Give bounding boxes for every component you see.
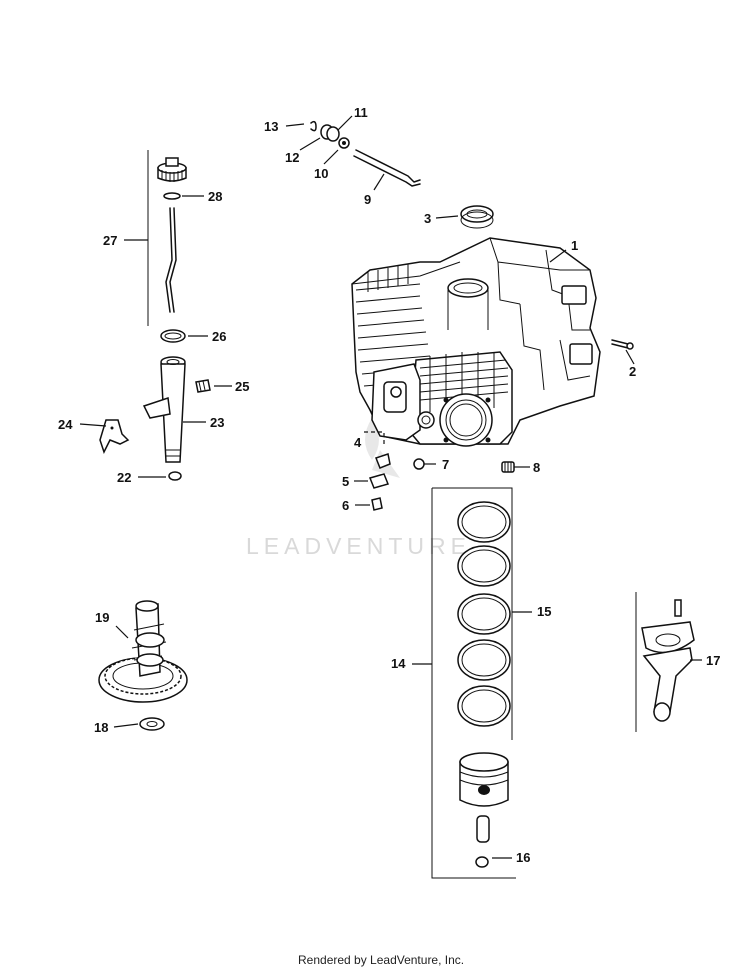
part-piston-kit[interactable] <box>431 487 516 879</box>
label-4: 4 <box>354 435 362 450</box>
part-screw-25[interactable] <box>195 379 211 393</box>
piston-rings[interactable] <box>457 501 511 727</box>
label-16: 16 <box>516 850 530 865</box>
part-plug-7[interactable] <box>413 458 425 470</box>
label-15: 15 <box>537 604 551 619</box>
part-o-ring-26[interactable] <box>160 329 186 343</box>
part-crankcase[interactable] <box>351 237 601 447</box>
label-3: 3 <box>424 211 431 226</box>
label-6: 6 <box>342 498 349 513</box>
label-23: 23 <box>210 415 224 430</box>
part-labels: 1 2 3 4 5 6 7 8 9 10 11 12 13 14 15 16 1… <box>58 105 720 865</box>
label-24: 24 <box>58 417 73 432</box>
part-dipstick-tube[interactable] <box>142 356 186 463</box>
part-o-ring-22[interactable] <box>168 471 182 481</box>
label-27: 27 <box>103 233 117 248</box>
label-26: 26 <box>212 329 226 344</box>
part-washer[interactable] <box>139 717 165 731</box>
part-breather-tube[interactable] <box>353 149 421 187</box>
part-bracket[interactable] <box>99 419 130 454</box>
watermark-text: LEADVENTURE <box>246 533 471 559</box>
label-28: 28 <box>208 189 222 204</box>
piston-pin[interactable] <box>476 815 490 843</box>
piston[interactable] <box>459 752 509 807</box>
label-1: 1 <box>571 238 578 253</box>
label-2: 2 <box>629 364 636 379</box>
label-19: 19 <box>95 610 109 625</box>
label-12: 12 <box>285 150 299 165</box>
part-pin[interactable] <box>611 339 634 350</box>
retainer-clip[interactable] <box>475 856 489 868</box>
label-14: 14 <box>391 656 406 671</box>
part-plug-8[interactable] <box>501 461 515 473</box>
part-connecting-rod[interactable] <box>635 592 695 732</box>
label-7: 7 <box>442 457 449 472</box>
part-seal[interactable] <box>460 205 494 229</box>
dipstick-o-ring[interactable] <box>163 192 181 200</box>
label-18: 18 <box>94 720 108 735</box>
label-25: 25 <box>235 379 249 394</box>
label-11: 11 <box>354 105 368 120</box>
watermark: LEADVENTURE <box>246 418 471 559</box>
label-9: 9 <box>364 192 371 207</box>
label-13: 13 <box>264 119 278 134</box>
leader-lines <box>79 115 702 859</box>
label-22: 22 <box>117 470 131 485</box>
part-hardware-small[interactable] <box>310 120 350 149</box>
footer-credit: Rendered by LeadVenture, Inc. <box>298 953 464 967</box>
label-8: 8 <box>533 460 540 475</box>
label-17: 17 <box>706 653 720 668</box>
part-dipstick[interactable] <box>147 150 187 326</box>
part-camshaft[interactable] <box>98 600 188 703</box>
label-10: 10 <box>314 166 328 181</box>
part-hardware-4-5-6[interactable] <box>364 431 391 511</box>
label-5: 5 <box>342 474 349 489</box>
